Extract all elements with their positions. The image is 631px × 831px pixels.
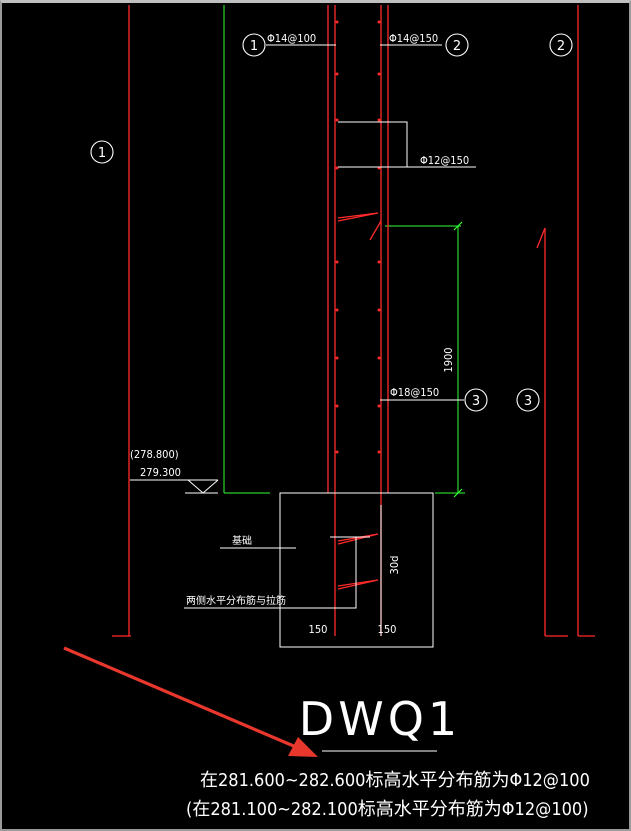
marker-2-right-label: 2 <box>557 39 565 54</box>
marker-labels: 1 2 2 1 3 3 <box>98 39 565 409</box>
marker-2-right <box>549 33 573 57</box>
elevation-lower: 279.300 <box>140 466 181 479</box>
note-line-2: (在281.100~282.100标高水平分布筋为Φ12@100) <box>186 799 589 820</box>
wall-section <box>327 5 389 636</box>
dim-left-cover: 150 <box>309 623 328 636</box>
elevation-upper: (278.800) <box>130 448 179 461</box>
marker-2-top <box>445 33 469 57</box>
marker-3-mid-label: 3 <box>472 394 480 409</box>
rebar-phi14-100: Φ14@100 <box>267 32 316 45</box>
drawing-title: DWQ1 <box>299 692 461 746</box>
marker-3-right-label: 3 <box>524 394 532 409</box>
marker-1-top <box>242 33 266 57</box>
marker-1-left <box>90 140 114 164</box>
marker-3-mid <box>464 388 488 412</box>
label-foundation: 基础 <box>232 534 252 547</box>
note-line-1: 在281.600~282.600标高水平分布筋为Φ12@100 <box>200 770 590 791</box>
rebar-dots <box>335 20 381 454</box>
dimension-labels: 1900 30d 150 150 <box>309 347 455 636</box>
dim-anchor: 30d <box>388 556 401 575</box>
leaders <box>130 44 476 752</box>
marker-1-top-label: 1 <box>250 39 258 54</box>
grid-markers <box>90 33 573 412</box>
elevation-labels: (278.800) 279.300 <box>130 448 181 479</box>
marker-3-right <box>516 388 540 412</box>
rebar-phi12-150: Φ12@150 <box>420 154 469 167</box>
callout-labels: 基础 两侧水平分布筋与拉筋 <box>186 534 286 607</box>
right-wall <box>536 5 595 637</box>
annotation-arrow <box>63 646 318 757</box>
label-both-sides: 两侧水平分布筋与拉筋 <box>186 594 286 607</box>
dim-right-cover: 150 <box>378 623 397 636</box>
dimension-ticks <box>453 221 463 498</box>
marker-1-left-label: 1 <box>98 146 106 161</box>
rebar-labels: Φ14@100 Φ14@150 Φ12@150 Φ18@150 <box>267 32 469 399</box>
marker-2-top-label: 2 <box>453 39 461 54</box>
dim-height: 1900 <box>442 347 455 372</box>
rebar-phi18-150: Φ18@150 <box>390 386 439 399</box>
rebar-phi14-150: Φ14@150 <box>389 32 438 45</box>
green-guides <box>223 5 465 494</box>
left-wall <box>112 5 131 637</box>
